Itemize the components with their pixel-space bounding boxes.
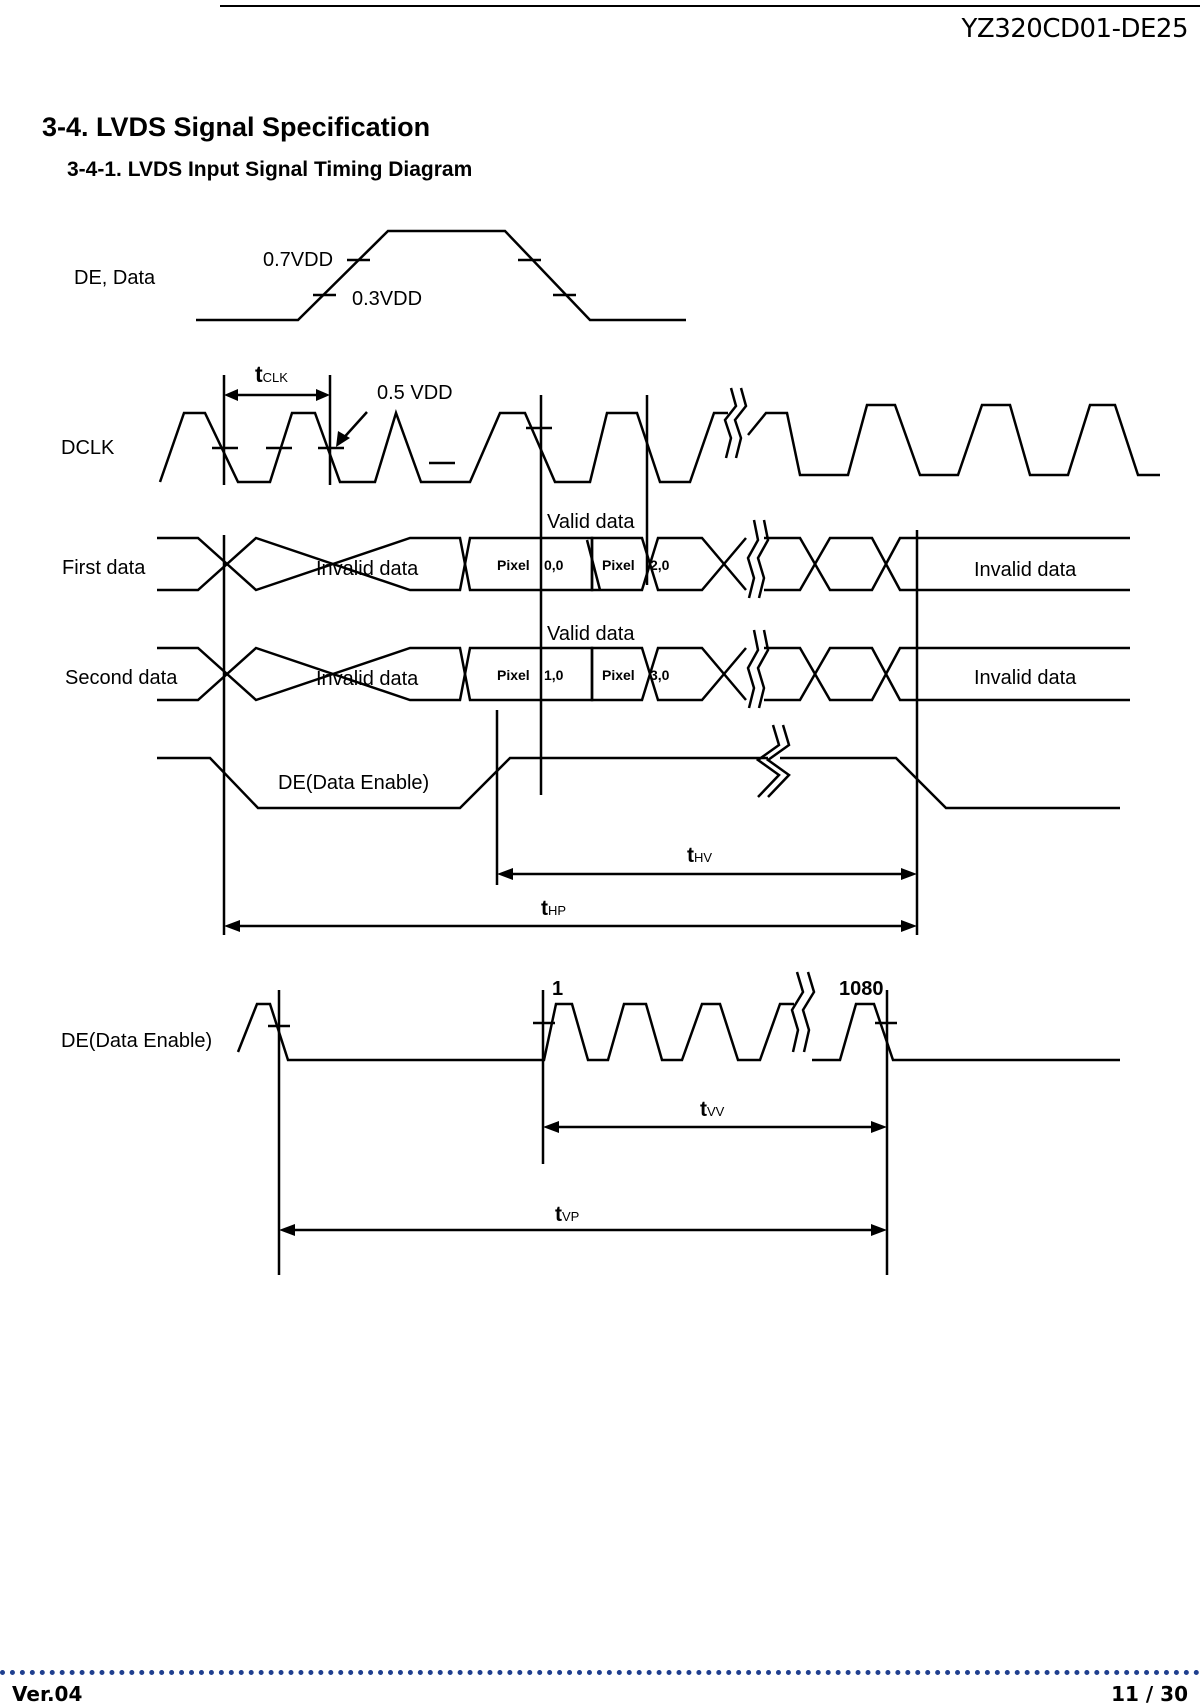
level-high-label: 0.7VDD bbox=[263, 249, 333, 271]
thv-arrow-left bbox=[497, 868, 513, 880]
second-data-hi-2 bbox=[764, 646, 1130, 702]
de-break-l bbox=[755, 724, 781, 798]
vde-waveform-left bbox=[236, 1002, 794, 1062]
first-data-label: First data bbox=[62, 557, 146, 579]
half-vdd-arrowhead bbox=[336, 431, 350, 447]
dclk-waveform-right bbox=[747, 403, 1160, 477]
tvv-arrow-right bbox=[871, 1121, 887, 1133]
footer-dotted-rule bbox=[0, 1670, 1200, 1675]
de-data-waveform bbox=[196, 229, 686, 322]
second-data-low bbox=[157, 646, 747, 702]
second-data-high bbox=[157, 646, 747, 702]
pixel-word-00: Pixel bbox=[497, 557, 530, 573]
tclk-arrow-left bbox=[224, 389, 238, 401]
tvp-subscript: VP bbox=[562, 1209, 579, 1224]
first-data-low bbox=[157, 536, 747, 592]
first-data-sep bbox=[585, 539, 602, 591]
thp-arrow-right bbox=[901, 920, 917, 932]
tclk-subscript: CLK bbox=[263, 370, 289, 385]
thv-label: tHV bbox=[687, 844, 712, 867]
document-id: YZ320CD01-DE25 bbox=[961, 14, 1189, 44]
invalid-data-second-left: Invalid data bbox=[316, 668, 419, 690]
invalid-data-second-right: Invalid data bbox=[974, 667, 1077, 689]
tvv-arrow-left bbox=[543, 1121, 559, 1133]
dclk-waveform-left bbox=[158, 409, 728, 484]
de-inner-label: DE(Data Enable) bbox=[278, 772, 429, 794]
tvv-main: t bbox=[700, 1098, 707, 1121]
tvp-main: t bbox=[555, 1203, 562, 1226]
pixel-index-00: 0,0 bbox=[544, 557, 564, 573]
thp-subscript: HP bbox=[548, 903, 566, 918]
invalid-data-first-left: Invalid data bbox=[316, 558, 419, 580]
first-data-hi-2 bbox=[764, 536, 1130, 592]
header-rule bbox=[220, 5, 1200, 7]
tvp-arrow-left bbox=[279, 1224, 295, 1236]
valid-data-label-first: Valid data bbox=[547, 511, 635, 533]
level-low-label: 0.3VDD bbox=[352, 288, 422, 310]
line-last-label: 1080 bbox=[839, 978, 884, 1000]
pixel-word-30: Pixel bbox=[602, 667, 635, 683]
de-break-r bbox=[765, 724, 791, 798]
thp-label: tHP bbox=[541, 897, 566, 920]
thv-main: t bbox=[687, 844, 694, 867]
page-number: 11 / 30 bbox=[1111, 1682, 1188, 1706]
subsection-title: 3-4-1. LVDS Input Signal Timing Diagram bbox=[67, 158, 473, 181]
line-first-label: 1 bbox=[552, 978, 563, 1000]
tvv-label: tVV bbox=[700, 1098, 725, 1121]
tvv-subscript: VV bbox=[707, 1104, 725, 1119]
pixel-index-30: 3,0 bbox=[650, 667, 670, 683]
tclk-arrow-right bbox=[316, 389, 330, 401]
de-label-2: DE(Data Enable) bbox=[61, 1030, 212, 1052]
tclk-main: t bbox=[255, 361, 263, 387]
dclk-break-left bbox=[723, 387, 738, 459]
pixel-index-20: 2,0 bbox=[650, 557, 670, 573]
thp-main: t bbox=[541, 897, 548, 920]
invalid-data-first-right: Invalid data bbox=[974, 559, 1077, 581]
thv-subscript: HV bbox=[694, 850, 712, 865]
de-waveform-2 bbox=[780, 756, 1120, 810]
second-data-label: Second data bbox=[65, 667, 178, 689]
thp-arrow-left bbox=[224, 920, 240, 932]
second-data-lo-2 bbox=[764, 646, 1130, 702]
vde-break-l bbox=[790, 971, 805, 1053]
vde-waveform-right bbox=[812, 1002, 1120, 1062]
dclk-break-right bbox=[733, 387, 748, 459]
version-label: Ver.04 bbox=[12, 1682, 83, 1706]
bus-break-second-l bbox=[746, 629, 760, 709]
bus-break-first-l bbox=[746, 519, 760, 599]
pixel-index-10: 1,0 bbox=[544, 667, 564, 683]
de-waveform bbox=[157, 756, 768, 810]
de-data-label: DE, Data bbox=[74, 267, 156, 289]
section-title: 3-4. LVDS Signal Specification bbox=[42, 112, 431, 142]
tvp-arrow-right bbox=[871, 1224, 887, 1236]
bus-break-second-r bbox=[756, 629, 770, 709]
dclk-label: DCLK bbox=[61, 437, 115, 459]
half-vdd-label: 0.5 VDD bbox=[377, 382, 453, 404]
pixel-word-20: Pixel bbox=[602, 557, 635, 573]
pixel-word-10: Pixel bbox=[497, 667, 530, 683]
thv-arrow-right bbox=[901, 868, 917, 880]
tvp-label: tVP bbox=[555, 1203, 579, 1226]
first-data-lo-2 bbox=[764, 536, 1130, 592]
valid-data-label-second: Valid data bbox=[547, 623, 635, 645]
first-data-high bbox=[157, 536, 747, 592]
tclk-label: tCLK bbox=[255, 361, 288, 387]
bus-break-first-r bbox=[756, 519, 770, 599]
vde-break-r bbox=[801, 971, 816, 1053]
